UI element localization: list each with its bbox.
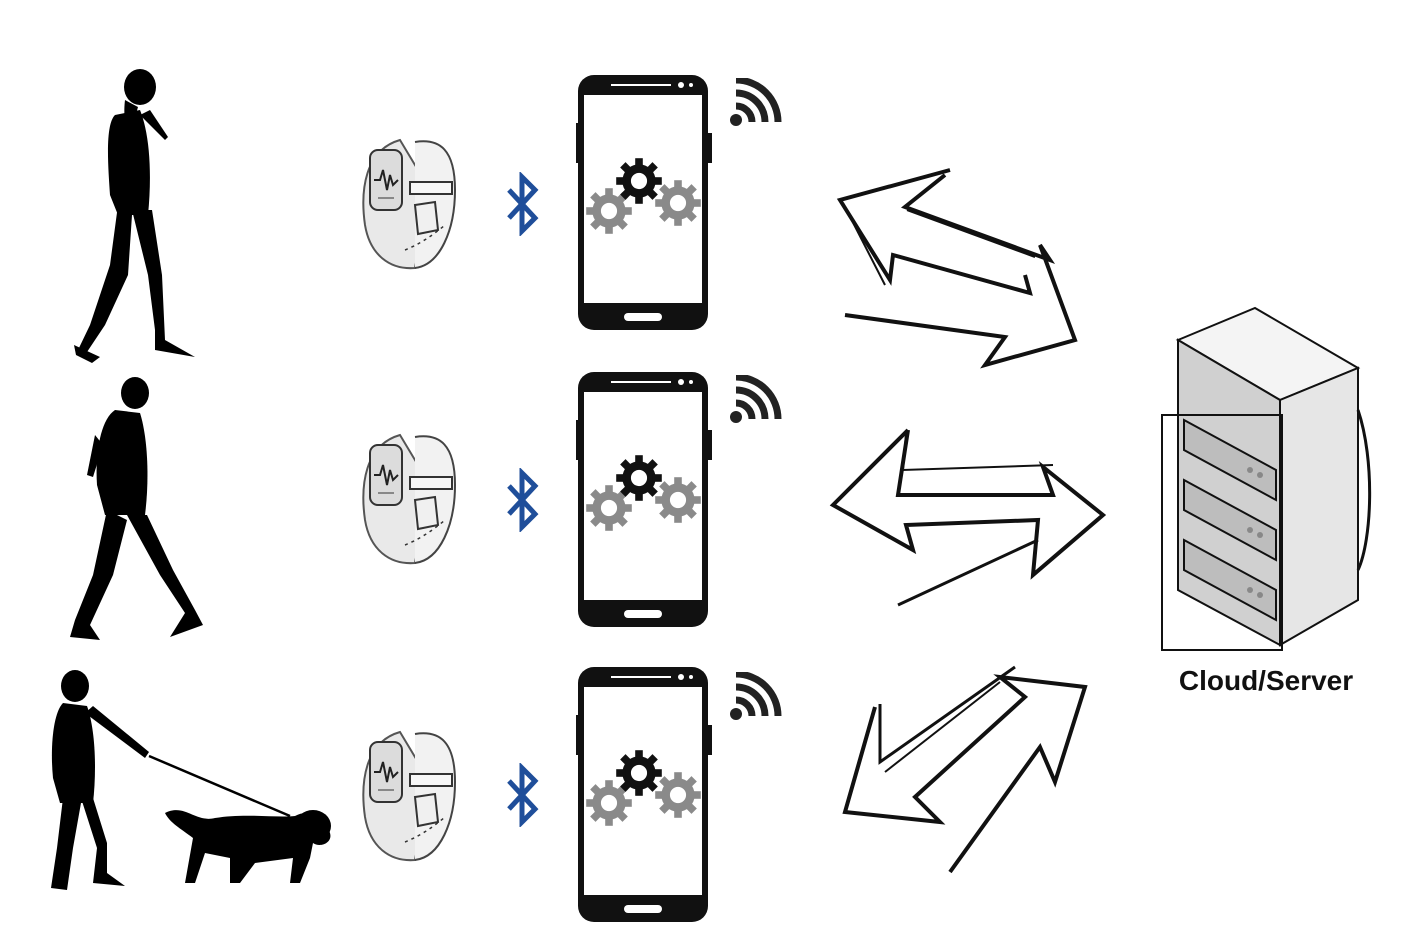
bidirectional-arrow-icon — [836, 168, 1078, 369]
server-rack-icon — [1161, 306, 1372, 651]
bluetooth-icon — [505, 172, 541, 236]
fitness-band-icon — [362, 434, 456, 565]
smartphone-icon — [576, 73, 714, 333]
smartphone-icon — [576, 665, 714, 925]
fitness-band-icon — [362, 139, 456, 270]
woman-phone-silhouette-icon — [74, 69, 195, 363]
wifi-icon — [728, 375, 786, 427]
smartphone-icon — [576, 370, 714, 630]
server-label: Cloud/Server — [1178, 665, 1354, 696]
bluetooth-icon — [505, 763, 541, 827]
bidirectional-arrow-icon — [829, 428, 1107, 607]
man-walking-silhouette-icon — [70, 377, 203, 640]
bidirectional-arrow-icon — [842, 665, 1088, 874]
fitness-band-icon — [362, 731, 456, 862]
wifi-icon — [728, 78, 786, 130]
wifi-icon — [728, 672, 786, 724]
bluetooth-icon — [505, 468, 541, 532]
woman-walking-dog-silhouette-icon — [51, 670, 331, 890]
